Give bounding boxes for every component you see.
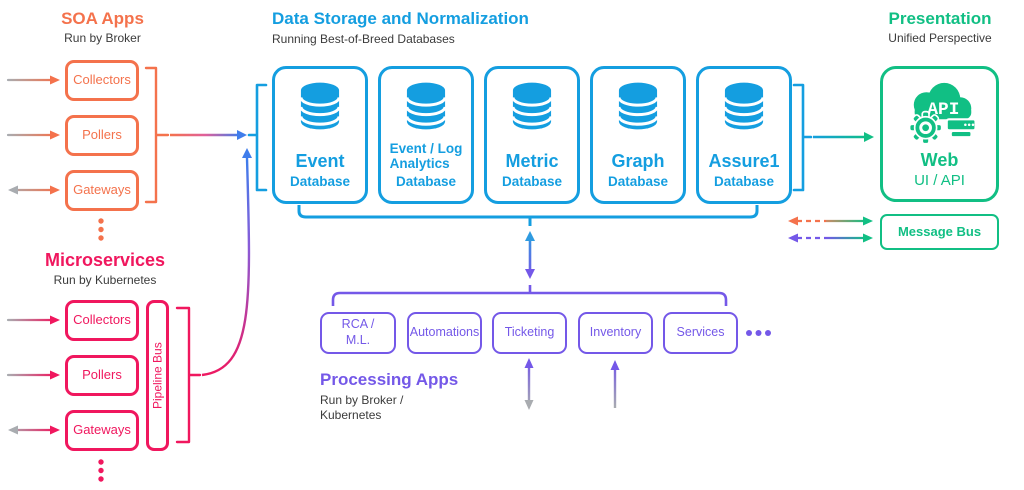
assure1-database-box: Assure1 Database — [696, 66, 792, 204]
database-type: Database — [607, 174, 669, 189]
rca-ml-box: RCA / M.L. — [320, 312, 396, 354]
server-icon — [945, 118, 977, 137]
microservices-bracket — [175, 306, 202, 444]
inventory-input-arrow — [610, 360, 620, 408]
microservices-to-storage-arrow — [201, 148, 252, 377]
graph-database-box: Graph Database — [590, 66, 686, 204]
storage-bus-line — [297, 205, 759, 226]
ticketing-external-arrow — [524, 358, 534, 410]
microservices-more-dots — [98, 459, 104, 482]
soa-pollers-box: Pollers — [65, 115, 139, 156]
pipeline-bus-box: Pipeline Bus — [146, 300, 169, 451]
database-type: Database — [395, 174, 457, 189]
processing-title: Processing Apps — [320, 370, 459, 389]
database-icon — [718, 80, 770, 132]
message-bus-box: Message Bus — [880, 214, 999, 250]
database-type: Database — [501, 174, 563, 189]
microservices-title: Microservices — [44, 250, 166, 270]
database-icon — [612, 80, 664, 132]
soa-gateways-box: Gateways — [65, 170, 139, 211]
presentation-title: Presentation — [888, 9, 992, 28]
api-icon: API — [908, 82, 977, 145]
messagebus-arrow-processing — [788, 233, 873, 243]
soa-subtitle: Run by Broker — [64, 31, 141, 45]
database-icon — [294, 80, 346, 132]
web-ui-api-label: UI / API — [914, 172, 965, 189]
database-name: Graph — [611, 151, 665, 172]
storage-right-bracket — [792, 83, 813, 192]
web-label: Web — [920, 150, 959, 170]
processing-subtitle: Run by Broker / Kubernetes — [320, 393, 404, 422]
soa-to-storage-arrow — [170, 130, 247, 140]
database-name: Metric — [505, 151, 559, 172]
web-ui-api-box: API Web UI / API — [880, 66, 999, 202]
pipeline-bus-label: Pipeline Bus — [150, 342, 165, 409]
services-box: Services — [663, 312, 738, 354]
storage-to-web-arrow — [813, 132, 874, 142]
storage-subtitle: Running Best-of-Breed Databases — [272, 32, 455, 46]
storage-processing-arrow — [525, 231, 535, 279]
microservices-subtitle: Run by Kubernetes — [53, 273, 157, 287]
microservices-pollers-box: Pollers — [65, 355, 139, 396]
presentation-subtitle: Unified Perspective — [888, 31, 992, 45]
soa-collectors-box: Collectors — [65, 60, 139, 101]
automations-box: Automations — [407, 312, 482, 354]
database-name: Event / Log Analytics — [389, 140, 463, 172]
storage-left-bracket — [247, 83, 268, 192]
microservices-input-arrows — [6, 315, 60, 435]
database-icon — [400, 80, 452, 132]
processing-more-dots — [746, 330, 771, 336]
ticketing-box: Ticketing — [492, 312, 567, 354]
database-type: Database — [289, 174, 351, 189]
soa-input-arrows — [6, 75, 60, 195]
gear-icon — [908, 110, 943, 145]
event-database-box: Event Database — [272, 66, 368, 204]
database-name: Assure1 — [708, 151, 780, 172]
inventory-box: Inventory — [578, 312, 653, 354]
database-icon — [506, 80, 558, 132]
processing-bus-line — [331, 285, 728, 306]
soa-more-dots — [98, 218, 104, 241]
database-type: Database — [713, 174, 775, 189]
metric-database-box: Metric Database — [484, 66, 580, 204]
microservices-gateways-box: Gateways — [65, 410, 139, 451]
soa-bracket — [144, 66, 170, 204]
microservices-collectors-box: Collectors — [65, 300, 139, 341]
database-name: Event — [295, 151, 345, 172]
storage-title: Data Storage and Normalization — [272, 9, 529, 28]
soa-title: SOA Apps — [61, 9, 144, 28]
event-log-analytics-database-box: Event / Log Analytics Database — [378, 66, 474, 204]
messagebus-arrow-events — [788, 216, 873, 226]
